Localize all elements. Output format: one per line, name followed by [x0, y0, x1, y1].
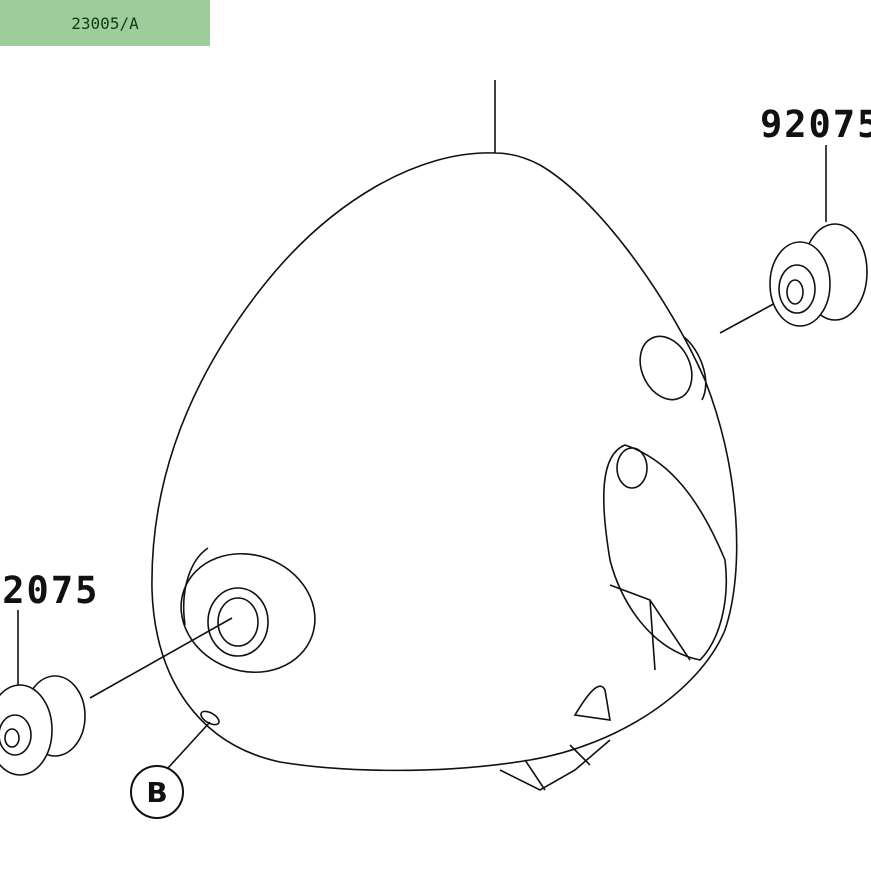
ref-point-b [200, 710, 220, 726]
part-label-grommet-left[interactable]: 92075 [0, 569, 100, 612]
housing-cutout [602, 444, 728, 661]
grommet-right [769, 223, 868, 327]
mount-boss-left [180, 552, 316, 674]
reference-marker-b: B [130, 765, 184, 819]
housing-shell [151, 152, 738, 772]
part-label-housing[interactable]: 23005/A [0, 0, 210, 46]
grommet-left [0, 675, 86, 776]
leader-b [167, 721, 211, 769]
part-label-grommet-right[interactable]: 92075 [760, 103, 871, 146]
mount-hole-left [207, 587, 269, 657]
mount-hole-right [639, 335, 693, 401]
